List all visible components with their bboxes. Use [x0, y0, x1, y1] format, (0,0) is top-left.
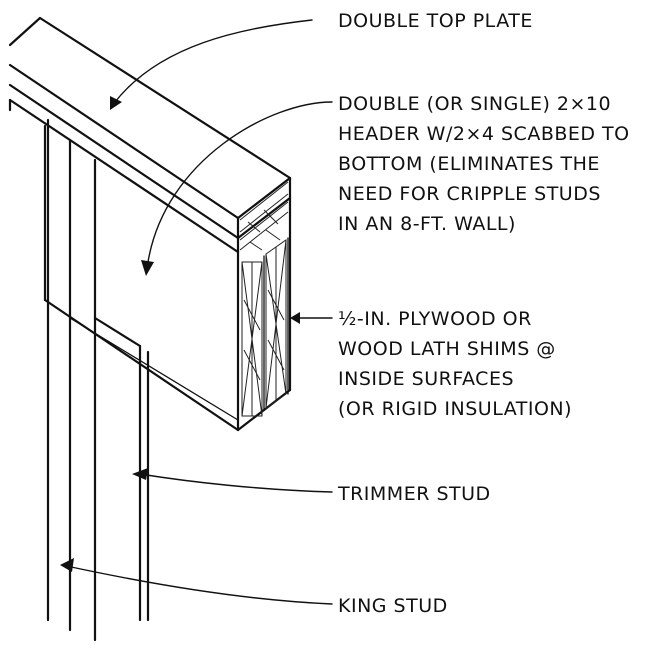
arrow-shims: [290, 312, 300, 324]
leaders: [60, 19, 333, 605]
label-header-line-3: BOTTOM (ELIMINATES THE: [338, 153, 600, 175]
arrow-top-plate: [110, 96, 122, 110]
label-top-plate: DOUBLE TOP PLATE: [338, 10, 533, 32]
label-shims-line-4: (OR RIGID INSULATION): [338, 398, 572, 420]
label-shims-line-1: ½-IN. PLYWOOD OR: [338, 308, 532, 330]
labels: DOUBLE TOP PLATE DOUBLE (OR SINGLE) 2×10…: [337, 10, 630, 617]
label-header-line-2: HEADER W/2×4 SCABBED TO: [338, 123, 630, 145]
label-shims-line-2: WOOD LATH SHIMS @: [338, 338, 556, 360]
end-grain: [239, 181, 289, 417]
double-top-plate: [8, 16, 292, 254]
label-trimmer-stud: TRIMMER STUD: [337, 483, 491, 505]
label-header-line-5: IN AN 8-FT. WALL): [338, 213, 516, 235]
arrow-king: [60, 558, 74, 572]
studs: [46, 118, 150, 642]
label-king-stud: KING STUD: [338, 595, 448, 617]
label-shims-line-3: INSIDE SURFACES: [338, 368, 514, 390]
arrow-trimmer: [132, 468, 148, 480]
label-header-line-1: DOUBLE (OR SINGLE) 2×10: [338, 93, 611, 115]
arrow-header: [141, 260, 154, 276]
label-header-line-4: NEED FOR CRIPPLE STUDS: [338, 183, 601, 205]
